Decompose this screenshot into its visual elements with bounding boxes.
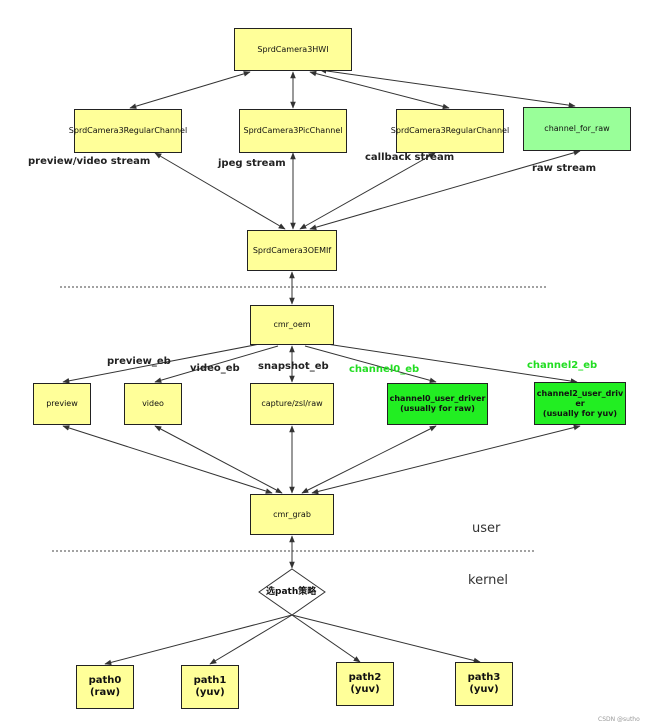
path3-line1: path3 <box>467 672 501 683</box>
path0-line1: path0 <box>88 675 122 686</box>
node-sprdcamera3hwi: SprdCamera3HWI <box>234 28 352 71</box>
label-raw-stream: raw stream <box>532 163 597 174</box>
edge-pathselect-path2 <box>291 614 361 663</box>
node-channel2-user-driver: channel2_user_driv er (usually for yuv) <box>534 382 626 425</box>
node-capture: capture/zsl/raw <box>250 383 334 425</box>
path-select-label: 选path策略 <box>266 587 317 597</box>
channel2-line3: (usually for yuv) <box>542 408 618 418</box>
path1-line1: path1 <box>193 675 227 686</box>
edge-video-grab <box>154 425 283 494</box>
label-preview-eb: preview_eb <box>107 356 171 367</box>
label-channel2-eb: channel2_eb <box>527 360 598 371</box>
edge-cmroem-channel2 <box>319 342 578 384</box>
node-regular-channel-1: SprdCamera3RegularChannel <box>69 109 187 153</box>
node-channel-for-raw: channel_for_raw <box>523 107 631 151</box>
path1-line2: (yuv) <box>195 687 225 698</box>
edge-pathselect-path3 <box>291 614 481 664</box>
node-preview: preview <box>33 383 91 425</box>
edge-preview-grab <box>62 425 273 494</box>
watermark-credit: CSDN @sutho <box>598 716 640 723</box>
node-cmr-oem: cmr_oem <box>250 305 334 345</box>
node-sprdcamera3oemif: SprdCamera3OEMIf <box>247 230 337 271</box>
node-channel0-user-driver: channel0_user_driver (usually for raw) <box>387 383 488 425</box>
label-channel0-eb: channel0_eb <box>349 364 420 375</box>
edge-regular2-oemif <box>299 152 436 230</box>
label-jpeg-stream: jpeg stream <box>218 158 286 169</box>
edge-cmroem-channel0 <box>304 345 437 384</box>
edge-regular1-oemif <box>154 152 286 230</box>
path0-line2: (raw) <box>89 687 121 698</box>
channel2-line2: er <box>575 398 585 408</box>
edge-pathselect-path0 <box>104 614 293 666</box>
edge-channel0-grab <box>301 425 437 494</box>
region-kernel: kernel <box>468 573 509 588</box>
node-cmr-grab: cmr_grab <box>250 494 334 535</box>
edge-hwi-raw <box>319 68 576 108</box>
edge-hwi-regular1 <box>129 71 251 109</box>
node-path0: path0 (raw) <box>76 665 134 709</box>
edge-pathselect-path1 <box>209 614 293 665</box>
label-snapshot-eb: snapshot_eb <box>258 361 329 372</box>
edge-cmroem-preview <box>62 342 266 384</box>
node-path3: path3 (yuv) <box>455 662 513 706</box>
path3-line2: (yuv) <box>469 684 499 695</box>
node-path1: path1 (yuv) <box>181 665 239 709</box>
edge-channel2-grab <box>311 424 581 495</box>
region-user: user <box>472 521 501 536</box>
channel0-line2: (usually for raw) <box>400 404 475 413</box>
node-video: video <box>124 383 182 425</box>
label-callback-stream: callback stream <box>365 152 455 163</box>
path2-line1: path2 <box>348 672 382 683</box>
edge-cmroem-video <box>154 345 279 383</box>
node-pic-channel: SprdCamera3PicChannel <box>239 109 347 153</box>
channel2-line1: channel2_user_driv <box>536 388 624 398</box>
path2-line2: (yuv) <box>350 684 380 695</box>
label-preview-video-stream: preview/video stream <box>28 156 151 167</box>
label-video-eb: video_eb <box>190 363 240 374</box>
edge-raw-oemif <box>309 150 581 230</box>
node-regular-channel-2: SprdCamera3RegularChannel <box>391 109 509 153</box>
node-path2: path2 (yuv) <box>336 662 394 706</box>
edge-hwi-regular2 <box>309 70 450 110</box>
channel0-line1: channel0_user_driver <box>389 394 486 403</box>
